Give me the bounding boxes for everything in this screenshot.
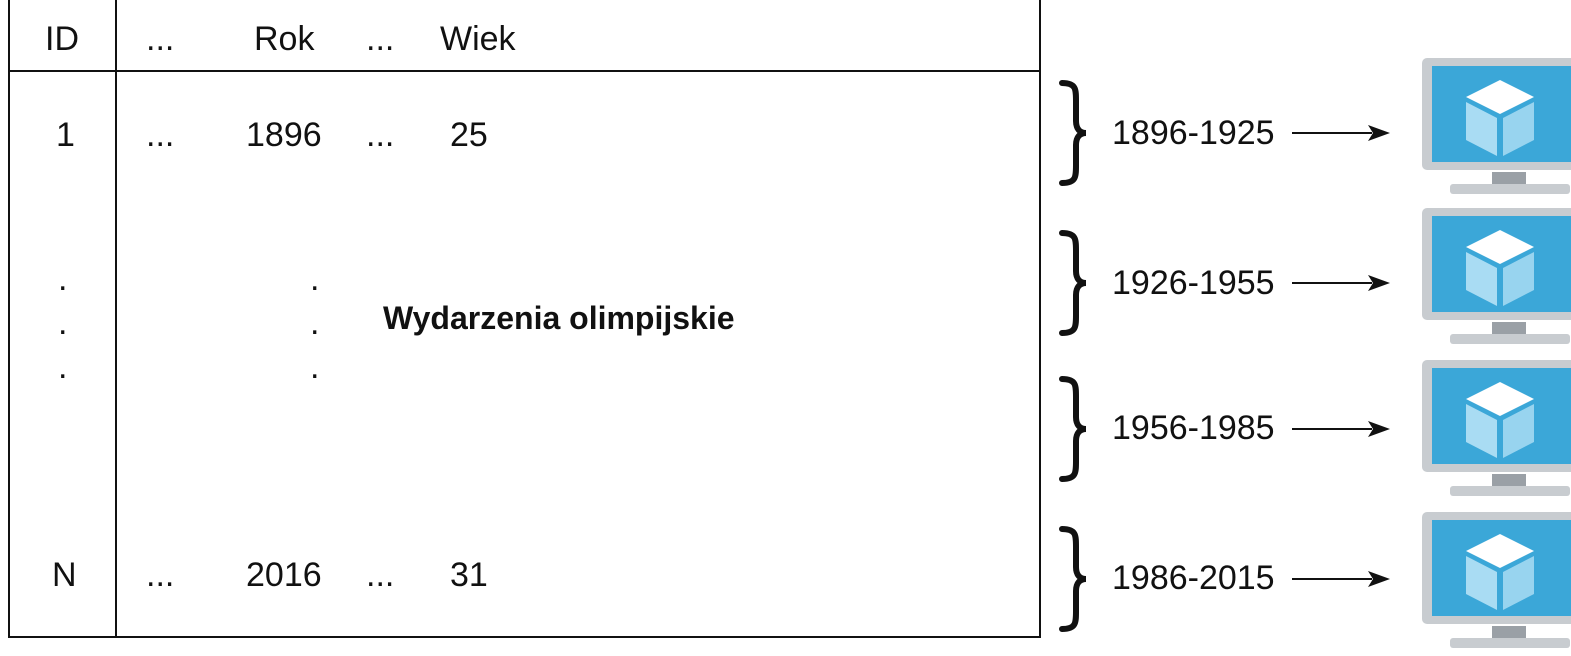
server-monitor-icon (1422, 208, 1571, 344)
vertical-dot: . (58, 304, 68, 342)
header-ellipsis-1: ... (146, 20, 175, 58)
vertical-dot: . (310, 260, 320, 298)
vertical-dot: . (58, 260, 68, 298)
table-title: Wydarzenia olimpijskie (383, 300, 735, 336)
row-last-id: N (52, 556, 77, 594)
partition-range-label: 1956-1985 (1112, 409, 1275, 447)
arrow-head-icon (1368, 421, 1390, 437)
header-ellipsis-2: ... (366, 20, 395, 58)
vertical-dot: . (58, 348, 68, 386)
server-monitor-icon (1422, 360, 1571, 496)
row-first-rok: 1896 (246, 116, 322, 154)
row-last-wiek: 31 (450, 556, 488, 594)
row-first-id: 1 (56, 116, 75, 154)
data-table (8, 0, 1041, 638)
row-first-wiek: 25 (450, 116, 488, 154)
brace-icon (1059, 230, 1087, 336)
row-last-rok: 2016 (246, 556, 322, 594)
server-monitor-icon (1422, 512, 1571, 648)
row-first-ellipsis-2: ... (366, 116, 395, 154)
arrow-head-icon (1368, 275, 1390, 291)
row-first-ellipsis-1: ... (146, 116, 175, 154)
header-rok: Rok (254, 20, 315, 58)
vertical-dot: . (310, 304, 320, 342)
row-last-ellipsis-1: ... (146, 556, 175, 594)
partition-range-label: 1896-1925 (1112, 114, 1275, 152)
brace-icon (1059, 80, 1087, 186)
vertical-dot: . (310, 348, 320, 386)
header-wiek: Wiek (440, 20, 516, 58)
brace-icon (1059, 376, 1087, 482)
row-last-ellipsis-2: ... (366, 556, 395, 594)
arrow-head-icon (1368, 125, 1390, 141)
partition-range-label: 1986-2015 (1112, 559, 1275, 597)
arrow-head-icon (1368, 571, 1390, 587)
header-id: ID (45, 20, 79, 58)
server-monitor-icon (1422, 58, 1571, 194)
partition-range-label: 1926-1955 (1112, 264, 1275, 302)
brace-icon (1059, 526, 1087, 632)
